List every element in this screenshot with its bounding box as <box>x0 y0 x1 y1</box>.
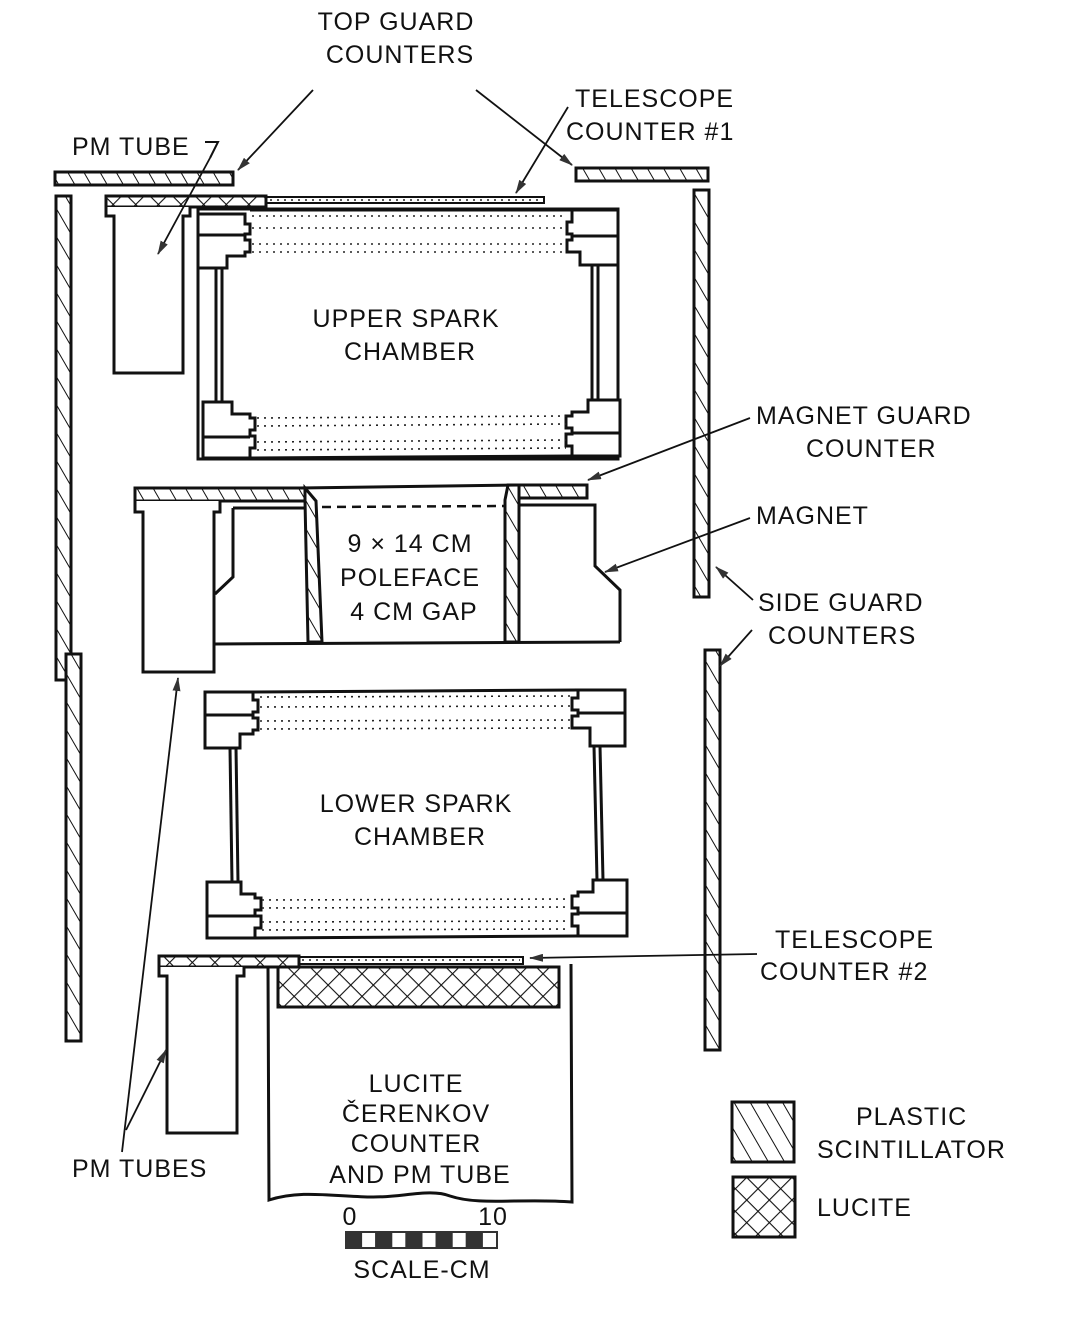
scale-segment <box>360 1231 378 1249</box>
legend-label-plastic-scintillator: PLASTIC SCINTILLATOR <box>817 1103 1006 1164</box>
side-guard-counter-lower-right <box>703 648 722 1052</box>
scale-bar: 0 10 SCALE-CM <box>343 1203 508 1284</box>
pm-tube-label: PM TUBE <box>72 133 190 161</box>
side-guard-counter-lower-left <box>64 652 83 1043</box>
cerenkov-label: LUCITE ČERENKOV COUNTER AND PM TUBE <box>329 1070 510 1189</box>
top-guard-counter-right <box>574 166 710 183</box>
scale-segment <box>405 1231 423 1249</box>
upper-spark-chamber <box>196 207 622 461</box>
telescope-counter-2-label: TELESCOPE COUNTER #2 <box>760 926 942 986</box>
side-guard-counter-upper-left <box>54 194 73 682</box>
magnet <box>133 483 622 674</box>
pm-tube-bottom <box>157 967 246 1135</box>
cerenkov-counter <box>266 963 574 1204</box>
side-guard-counters-label: SIDE GUARD COUNTERS <box>758 589 932 650</box>
scale-segment <box>480 1231 498 1249</box>
arrow-pm-tube <box>157 157 211 255</box>
top-guard-counters-label: TOP GUARD COUNTERS <box>318 8 483 69</box>
telescope-counter-1-scintillator <box>265 196 545 204</box>
magnet-label: MAGNET <box>756 502 869 530</box>
legend: PLASTIC SCINTILLATOR LUCITE <box>730 1100 1006 1239</box>
arrow-top-guard-right <box>475 89 573 166</box>
side-guard-counter-upper-right <box>692 188 711 599</box>
telescope-counter-2-lightguide <box>157 954 301 969</box>
arrow-side-guard-upper <box>715 566 754 601</box>
arrow-pm-tubes-lower <box>125 1049 167 1131</box>
pm-tubes-label: PM TUBES <box>72 1155 207 1183</box>
legend-label-lucite: LUCITE <box>817 1194 912 1222</box>
lower-spark-chamber-label: LOWER SPARK CHAMBER <box>320 790 520 851</box>
scale-segments <box>345 1231 498 1249</box>
scale-segment <box>345 1231 363 1249</box>
scale-segment <box>420 1231 438 1249</box>
arrow-magnet-guard <box>587 417 751 481</box>
scale-segment <box>450 1231 468 1249</box>
scale-segment <box>435 1231 453 1249</box>
legend-swatch-plastic-scintillator <box>730 1100 796 1164</box>
scale-max-label: 10 <box>478 1203 508 1231</box>
top-guard-counter-left <box>53 170 235 187</box>
telescope-counter-1-label: TELESCOPE COUNTER #1 <box>566 85 742 146</box>
arrow-side-guard-lower <box>719 629 753 667</box>
arrow-telescope-1 <box>515 106 569 194</box>
scale-segment <box>390 1231 408 1249</box>
magnet-guard-counter-label: MAGNET GUARD COUNTER <box>756 402 980 463</box>
scale-segment <box>375 1231 393 1249</box>
upper-spark-chamber-label: UPPER SPARK CHAMBER <box>313 305 508 366</box>
scale-min-label: 0 <box>343 1203 358 1231</box>
lower-spark-chamber <box>203 688 629 940</box>
arrow-telescope-2 <box>529 953 758 962</box>
scale-label: SCALE-CM <box>353 1256 490 1284</box>
lucite-radiator <box>276 965 561 1009</box>
pm-tube-leader <box>205 141 220 159</box>
pm-tube-top <box>104 207 192 375</box>
scale-segment <box>465 1231 483 1249</box>
poleface-label: 9 × 14 CM POLEFACE 4 CM GAP <box>340 530 488 626</box>
arrow-pm-tubes-upper <box>121 677 181 1153</box>
telescope-counter-2-scintillator <box>298 956 524 965</box>
arrow-top-guard-left <box>237 89 314 171</box>
arrow-magnet <box>604 517 751 573</box>
legend-swatch-lucite <box>731 1175 797 1239</box>
